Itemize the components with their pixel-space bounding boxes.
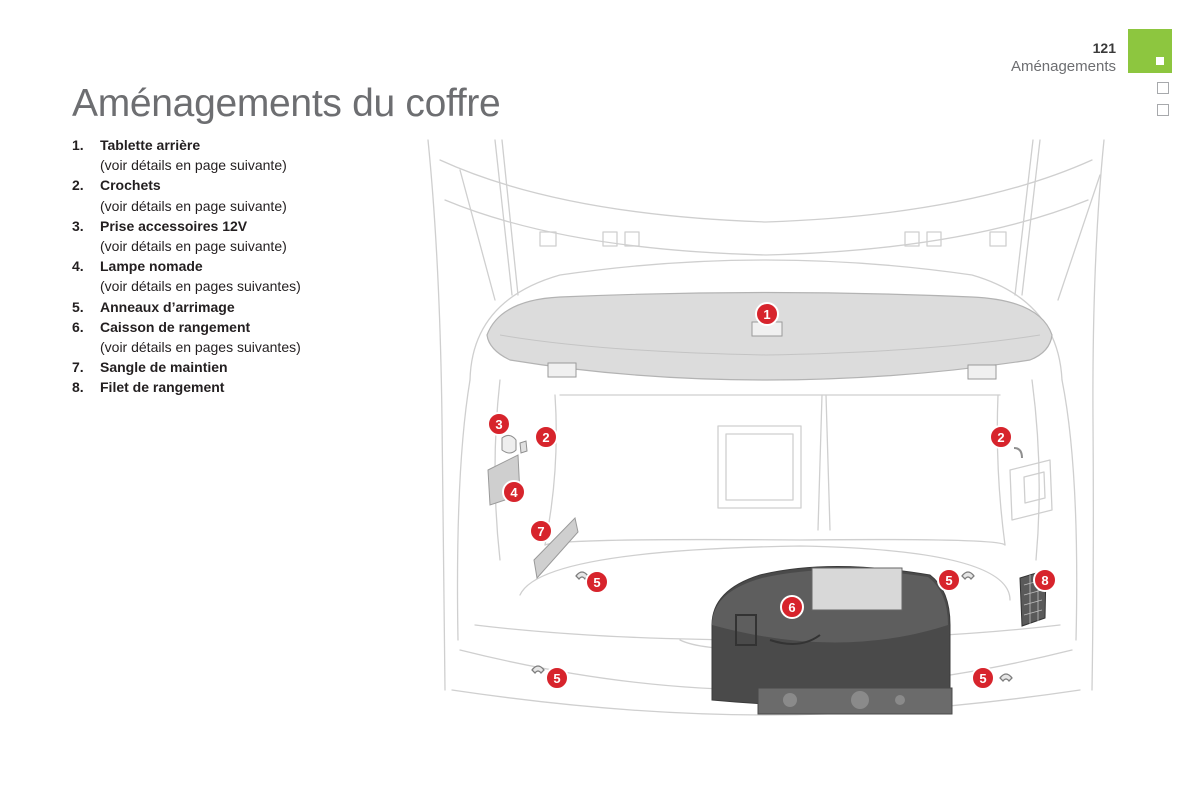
bumper-bottom: [451, 689, 1081, 716]
callout-3: 3: [487, 412, 511, 436]
callout-4: 4: [502, 480, 526, 504]
legend-item: 7. Sangle de maintien: [72, 357, 301, 377]
gas-spring: [459, 169, 1101, 301]
callout-6-label: 6: [788, 600, 795, 615]
legend-note: (voir détails en page suivante): [100, 238, 287, 255]
shelf-hook-left: [547, 362, 577, 378]
legend-note: (voir détails en pages suivantes): [100, 278, 301, 295]
legend-note: (voir détails en page suivante): [100, 197, 287, 214]
callout-5-label: 5: [553, 671, 560, 686]
callout-2-left: 2: [534, 425, 558, 449]
legend-number: 2.: [72, 177, 84, 194]
legend-name: Sangle de maintien: [100, 359, 228, 376]
storage-box-lid: [811, 567, 903, 611]
shelf-hook-right: [967, 364, 997, 380]
legend-name: Anneaux d’arrimage: [100, 298, 235, 315]
side-pocket-inner: [1023, 471, 1046, 504]
section-tab-box: [1157, 82, 1169, 94]
legend-number: 4.: [72, 258, 84, 275]
tie-down-rings: [531, 571, 1013, 682]
seat-headrest-panel: [717, 425, 802, 509]
legend-number: 6.: [72, 318, 84, 335]
callout-1: 1: [755, 302, 779, 326]
legend-note: (voir détails en page suivante): [100, 157, 287, 174]
ring-icon: [575, 571, 589, 580]
opening-left: [456, 379, 471, 641]
legend-number: 8.: [72, 379, 84, 396]
hook-right: [1013, 447, 1023, 459]
callout-2-right: 2: [989, 425, 1013, 449]
callout-7-label: 7: [537, 524, 544, 539]
side-panels: [544, 394, 1006, 546]
callouts: 1 3 2 2 4 7 5 5 5 5 6 8: [487, 302, 1057, 690]
legend-number: 3.: [72, 217, 84, 234]
trunk-outline: [427, 139, 1105, 716]
legend-item: 1. Tablette arrière (voir détails en page …: [72, 135, 301, 175]
tailgate-inner-edge: [444, 199, 1089, 256]
tailgate-right-edge: [1091, 139, 1105, 691]
legend-number: 7.: [72, 359, 84, 376]
legend-item: 3. Prise accessoires 12V (voir détails en …: [72, 216, 301, 256]
ring-icon: [999, 673, 1013, 682]
callout-6: 6: [780, 595, 804, 619]
seat-split: [817, 394, 831, 531]
callout-5-floor-left: 5: [585, 570, 609, 594]
strut-left: [494, 139, 519, 296]
legend-item: 5. Anneaux d’arrimage: [72, 297, 301, 317]
hook-left: [519, 440, 528, 454]
legend-note: (voir détails en pages suivantes): [100, 339, 301, 356]
legend-name: Tablette arrière: [100, 137, 201, 153]
side-pocket: [1009, 459, 1053, 521]
opening-right: [1061, 379, 1078, 641]
legend-item: 4. Lampe nomade (voir détails en pages sui…: [72, 256, 301, 296]
section-tab-box: [1157, 104, 1169, 116]
trunk-drawing: 1 3 2 2 4 7 5 5 5 5 6 8: [427, 139, 1105, 716]
callout-5-label: 5: [979, 671, 986, 686]
legend-item: 8. Filet de rangement: [72, 377, 301, 397]
page-title: Aménagements du coffre: [72, 82, 501, 125]
callout-4-label: 4: [510, 485, 518, 500]
callout-3-label: 3: [495, 417, 502, 432]
callout-2-right-label: 2: [997, 430, 1004, 445]
callout-5-floor-right: 5: [937, 568, 961, 592]
callout-5-sill-left: 5: [545, 666, 569, 690]
opening-top: [469, 259, 1063, 381]
ring-icon: [961, 571, 975, 580]
callout-8: 8: [1033, 568, 1057, 592]
retaining-strap: [533, 516, 579, 580]
legend-name: Caisson de rangement: [100, 318, 251, 335]
tab-marker-dot: [1156, 57, 1164, 65]
section-tab-marker: [1128, 29, 1172, 73]
callout-8-label: 8: [1041, 573, 1048, 588]
seat-base: [544, 538, 1006, 546]
legend-name: Filet de rangement: [100, 379, 225, 396]
trunk-illustration: 1 3 2 2 4 7 5 5 5 5 6 8: [420, 132, 1120, 717]
legend-name: Prise accessoires 12V: [100, 217, 248, 234]
legend-number: 5.: [72, 298, 84, 315]
legend-list: 1. Tablette arrière (voir détails en page …: [72, 135, 301, 398]
legend-name: Crochets: [100, 177, 161, 194]
accessory-socket: [501, 434, 517, 454]
callout-1-label: 1: [763, 307, 770, 322]
legend-number: 1.: [72, 137, 84, 153]
callout-5-label: 5: [593, 575, 600, 590]
callout-2-left-label: 2: [542, 430, 549, 445]
callout-5-label: 5: [945, 573, 952, 588]
callout-5-sill-right: 5: [971, 666, 995, 690]
legend-item: 2. Crochets (voir détails en page suivante…: [72, 175, 301, 215]
tailgate-left-edge: [427, 139, 446, 691]
section-name: Aménagements: [1010, 58, 1116, 75]
storage-box: [711, 566, 953, 715]
floor-back: [519, 545, 1011, 601]
strut-right: [1014, 139, 1041, 296]
seat-headrest-inner: [725, 433, 794, 501]
legend-item: 6. Caisson de rangement (voir détails en p…: [72, 317, 301, 357]
legend-name: Lampe nomade: [100, 258, 203, 275]
inner-right-wall: [1031, 379, 1040, 561]
page-number: 121: [1092, 40, 1116, 56]
hinge-clips: [539, 231, 1007, 247]
ring-icon: [531, 665, 545, 674]
callout-7: 7: [529, 519, 553, 543]
tailgate-top-edge: [439, 159, 1093, 223]
